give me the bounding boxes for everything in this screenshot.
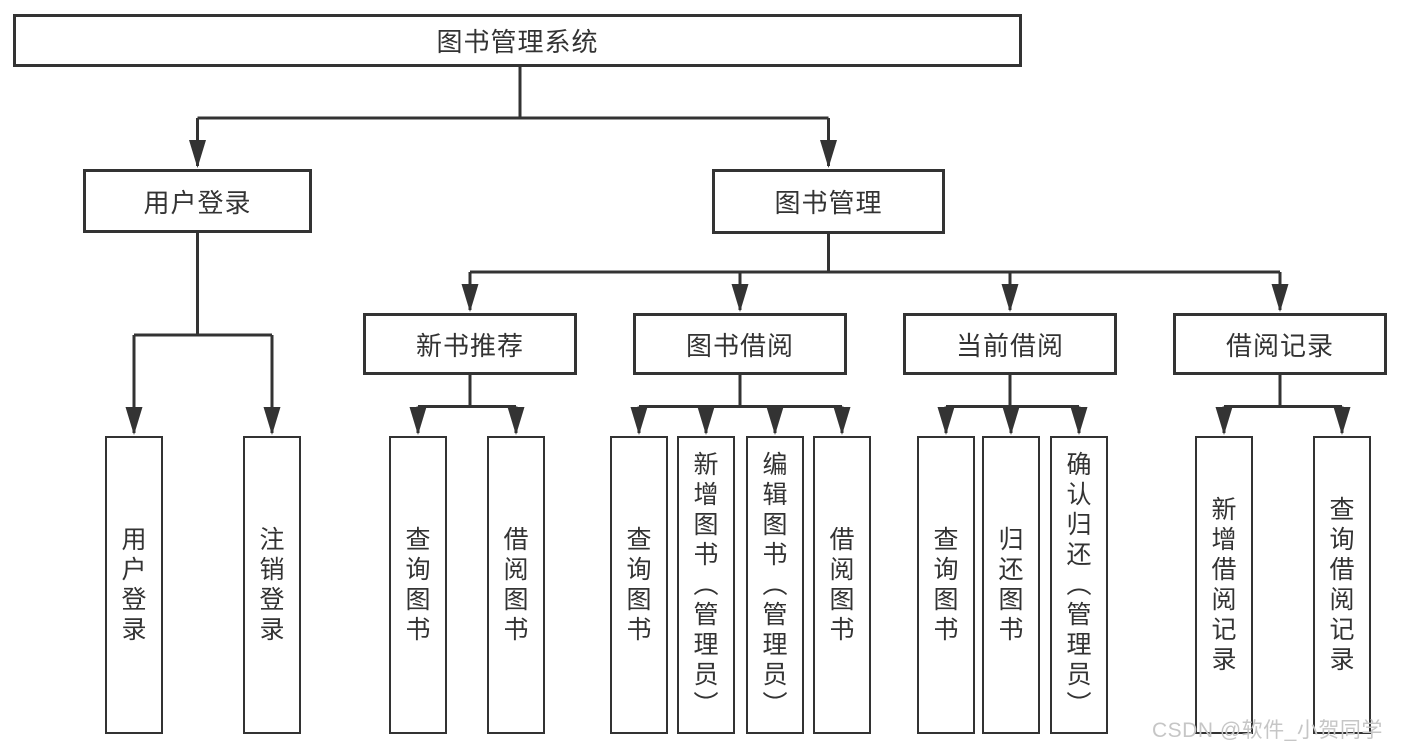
leaf-borrow-books-recommend: 借阅图书	[487, 436, 545, 734]
leaf-query-borrow-record: 查询借阅记录	[1313, 436, 1371, 734]
leaf-return-books: 归还图书	[982, 436, 1040, 734]
leaf-logout: 注销登录	[243, 436, 301, 734]
leaf-borrow-books: 借阅图书	[813, 436, 871, 734]
node-current-borrow: 当前借阅	[903, 313, 1117, 375]
leaf-query-books-borrow: 查询图书	[610, 436, 668, 734]
leaf-edit-books-admin: 编辑图书︵管理员︶	[746, 436, 804, 734]
leaf-confirm-return-admin: 确认归还︵管理员︶	[1050, 436, 1108, 734]
leaf-query-books-recommend: 查询图书	[389, 436, 447, 734]
csdn-watermark: CSDN @软件_小贺同学	[1152, 719, 1383, 742]
leaf-add-books-admin: 新增图书︵管理员︶	[677, 436, 735, 734]
node-new-book-recommend: 新书推荐	[363, 313, 577, 375]
node-book-borrow: 图书借阅	[633, 313, 847, 375]
node-user-login: 用户登录	[83, 169, 312, 233]
leaf-user-login: 用户登录	[105, 436, 163, 734]
node-borrow-records: 借阅记录	[1173, 313, 1387, 375]
leaf-add-borrow-record: 新增借阅记录	[1195, 436, 1253, 734]
node-book-management: 图书管理	[712, 169, 945, 234]
leaf-query-books-current: 查询图书	[917, 436, 975, 734]
node-root-system: 图书管理系统	[13, 14, 1022, 67]
